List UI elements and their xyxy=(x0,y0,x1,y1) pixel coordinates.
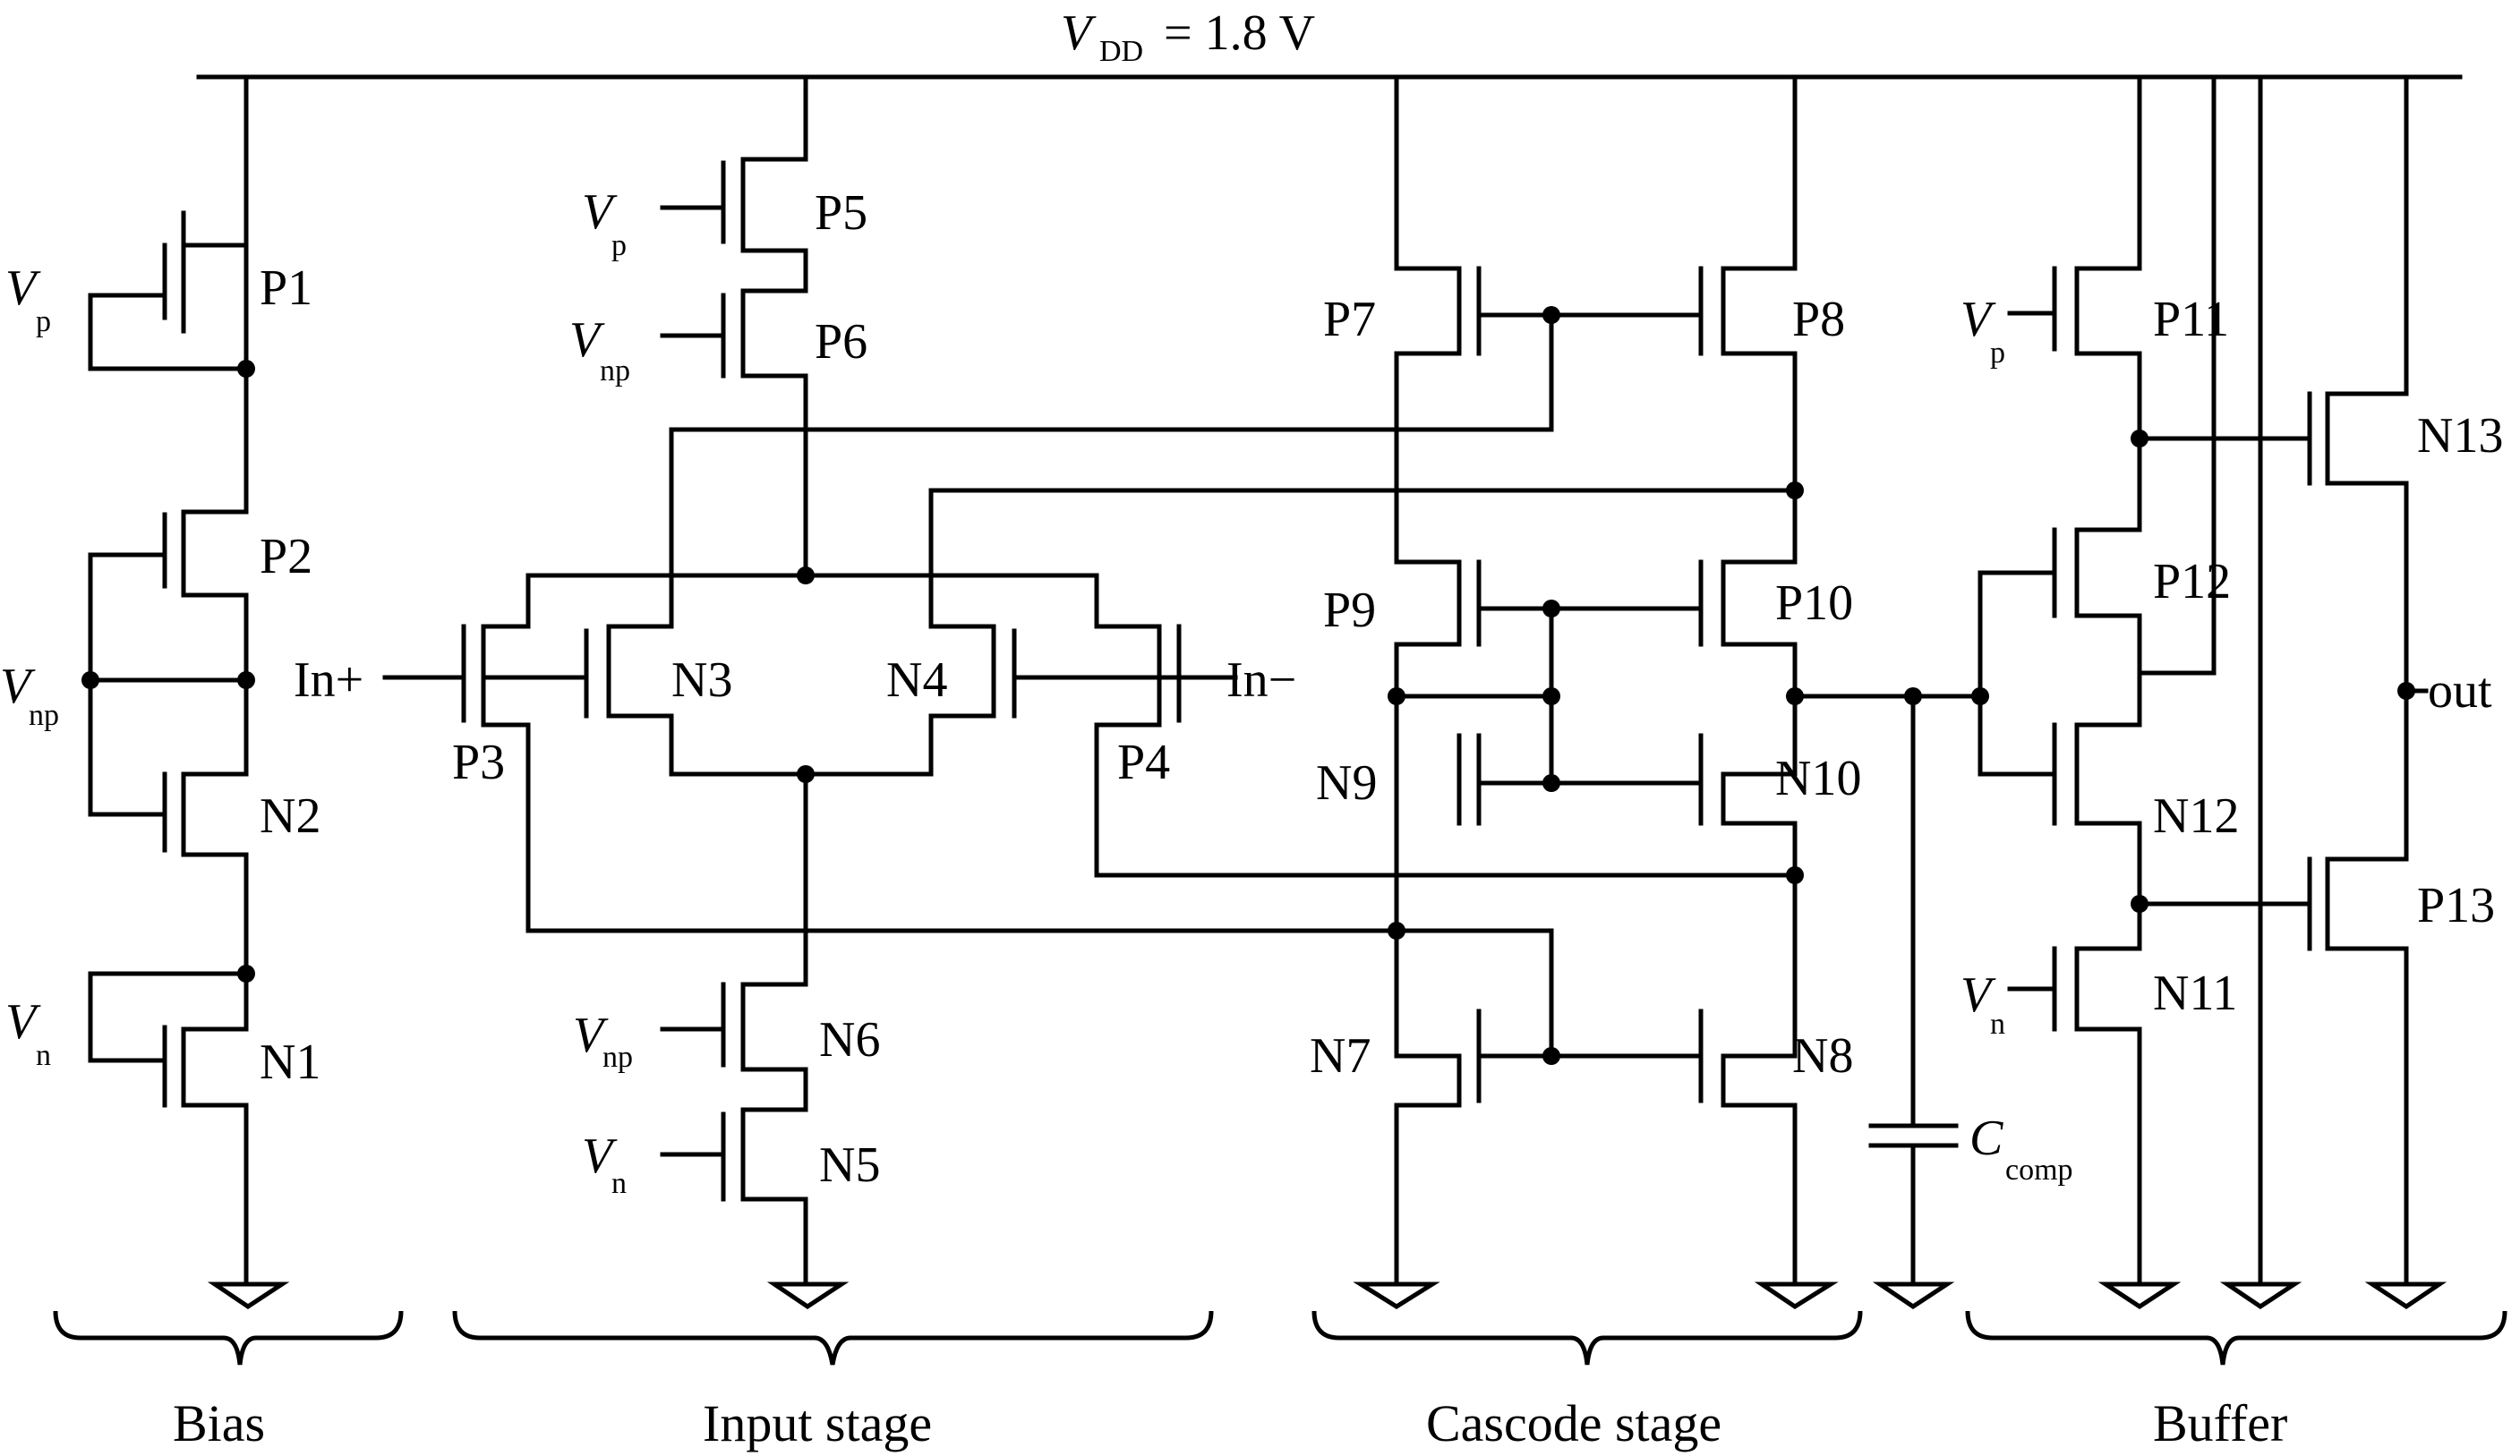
group-label-input: Input stage xyxy=(703,1394,932,1452)
label-p2: P2 xyxy=(260,529,312,584)
in-plus-label: In+ xyxy=(294,652,363,708)
group-label-buffer: Buffer xyxy=(2153,1394,2287,1452)
label-p13: P13 xyxy=(2417,878,2495,933)
vp-subscript: p xyxy=(36,305,51,338)
bias-voltage-labels: V p V np V n V p V np V np V n V p V n xyxy=(0,184,2005,1200)
p6-gate-subscript: np xyxy=(600,354,630,387)
n11-gate-subscript: n xyxy=(1990,1008,2005,1041)
vdd-subscript: DD xyxy=(1099,35,1143,68)
label-n11: N11 xyxy=(2153,966,2237,1021)
vdd-label: V DD = 1.8 V xyxy=(1061,5,1315,68)
vdd-symbol: V xyxy=(1061,5,1097,61)
group-label-bias: Bias xyxy=(173,1394,265,1452)
label-p5: P5 xyxy=(815,185,867,241)
bias-section xyxy=(81,74,290,1310)
label-n1: N1 xyxy=(260,1035,320,1090)
n6-gate-subscript: np xyxy=(602,1041,633,1074)
ccomp-subscript: comp xyxy=(2005,1154,2073,1187)
label-n7: N7 xyxy=(1310,1028,1371,1084)
group-label-cascode: Cascode stage xyxy=(1426,1394,1721,1452)
p5-gate-symbol: V xyxy=(582,184,618,240)
vnp-symbol: V xyxy=(0,659,36,714)
n5-gate-subscript: n xyxy=(611,1167,627,1200)
label-p4: P4 xyxy=(1117,735,1170,790)
group-braces: Bias Input stage Cascode stage Buffer xyxy=(53,1310,2507,1452)
buffer-section xyxy=(1971,74,2447,1310)
vnp-subscript: np xyxy=(29,699,59,732)
compensation-capacitor xyxy=(1786,687,1983,1310)
label-p10: P10 xyxy=(1775,575,1853,631)
label-p12: P12 xyxy=(2153,554,2231,609)
p6-gate-symbol: V xyxy=(569,312,605,368)
device-labels: P1 P2 N2 N1 P5 P6 P3 P4 N3 N4 N6 N5 P7 P… xyxy=(260,185,2503,1193)
label-n4: N4 xyxy=(886,652,947,708)
p11-gate-subscript: p xyxy=(1990,336,2005,370)
n6-gate-symbol: V xyxy=(573,1008,609,1063)
label-p1: P1 xyxy=(260,260,312,316)
n5-gate-symbol: V xyxy=(582,1128,618,1184)
vn-subscript: n xyxy=(36,1039,51,1072)
label-n9: N9 xyxy=(1316,755,1377,811)
label-n10: N10 xyxy=(1775,751,1861,806)
vdd-value: = 1.8 V xyxy=(1164,5,1315,61)
transistor-n2 xyxy=(88,677,249,976)
in-minus-label: In− xyxy=(1226,652,1296,708)
port-labels: In+ In− out C comp xyxy=(294,652,2492,1187)
ground-bias xyxy=(207,1281,290,1310)
label-n12: N12 xyxy=(2153,788,2239,844)
p5-gate-subscript: p xyxy=(611,229,627,262)
label-p6: P6 xyxy=(815,314,867,370)
label-p11: P11 xyxy=(2153,292,2229,347)
transistor-n1 xyxy=(88,971,249,1287)
cascode-section xyxy=(1353,74,1839,1309)
label-p8: P8 xyxy=(1792,292,1845,347)
out-label: out xyxy=(2428,663,2492,719)
label-p7: P7 xyxy=(1323,292,1376,347)
input-section xyxy=(382,74,1798,1310)
label-n13: N13 xyxy=(2417,408,2503,464)
label-n5: N5 xyxy=(819,1137,880,1193)
transistor-p2 xyxy=(88,366,249,683)
label-n6: N6 xyxy=(819,1012,880,1068)
label-p3: P3 xyxy=(452,735,505,790)
p11-gate-symbol: V xyxy=(1960,292,1996,347)
label-n8: N8 xyxy=(1792,1028,1853,1084)
label-n3: N3 xyxy=(671,652,732,708)
label-p9: P9 xyxy=(1323,583,1376,638)
label-n2: N2 xyxy=(260,788,320,844)
transistor-p1 xyxy=(88,74,249,371)
ccomp-symbol: C xyxy=(1969,1111,2003,1166)
n11-gate-symbol: V xyxy=(1960,967,1996,1023)
vp-symbol: V xyxy=(5,260,41,316)
vn-symbol: V xyxy=(5,994,41,1050)
